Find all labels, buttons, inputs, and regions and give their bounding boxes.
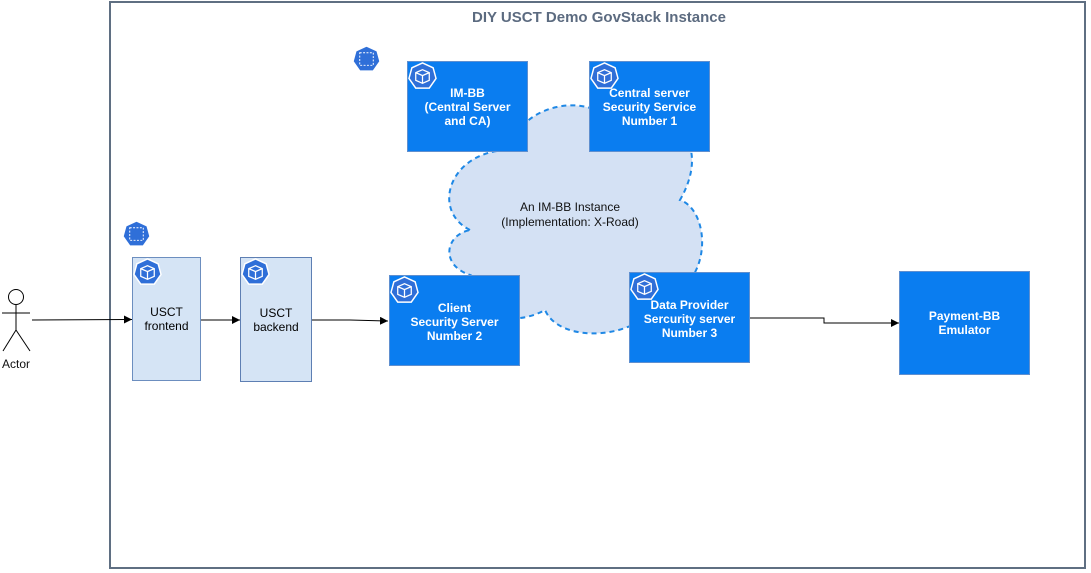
diagram-title: DIY USCT Demo GovStack Instance (472, 9, 726, 26)
kubernetes-pod-icon (590, 62, 619, 89)
kubernetes-namespace-icon (352, 45, 381, 72)
kubernetes-namespace-icon (122, 220, 151, 247)
kubernetes-pod-icon (630, 273, 659, 300)
kubernetes-pod-icon (408, 62, 437, 89)
instance-frame (109, 1, 1086, 569)
actor-label: Actor (1, 357, 30, 371)
arrow-backend-to-client (311, 316, 389, 325)
central-server-box[interactable]: Central server Security Service Number 1 (589, 61, 710, 152)
actor-figure (2, 289, 31, 352)
kubernetes-pod-icon (133, 258, 162, 285)
kubernetes-pod-icon (241, 258, 270, 285)
payment-bb-emulator-box[interactable]: Payment-BB Emulator (899, 271, 1030, 375)
cloud-label: An IM-BB Instance (Implementation: X-Roa… (501, 200, 639, 229)
kubernetes-pod-icon (390, 276, 419, 303)
arrow-dataprovider-to-payment (749, 317, 899, 327)
arrow-actor-to-frontend (31, 315, 133, 324)
usct-frontend-box[interactable]: USCT frontend (132, 257, 201, 381)
